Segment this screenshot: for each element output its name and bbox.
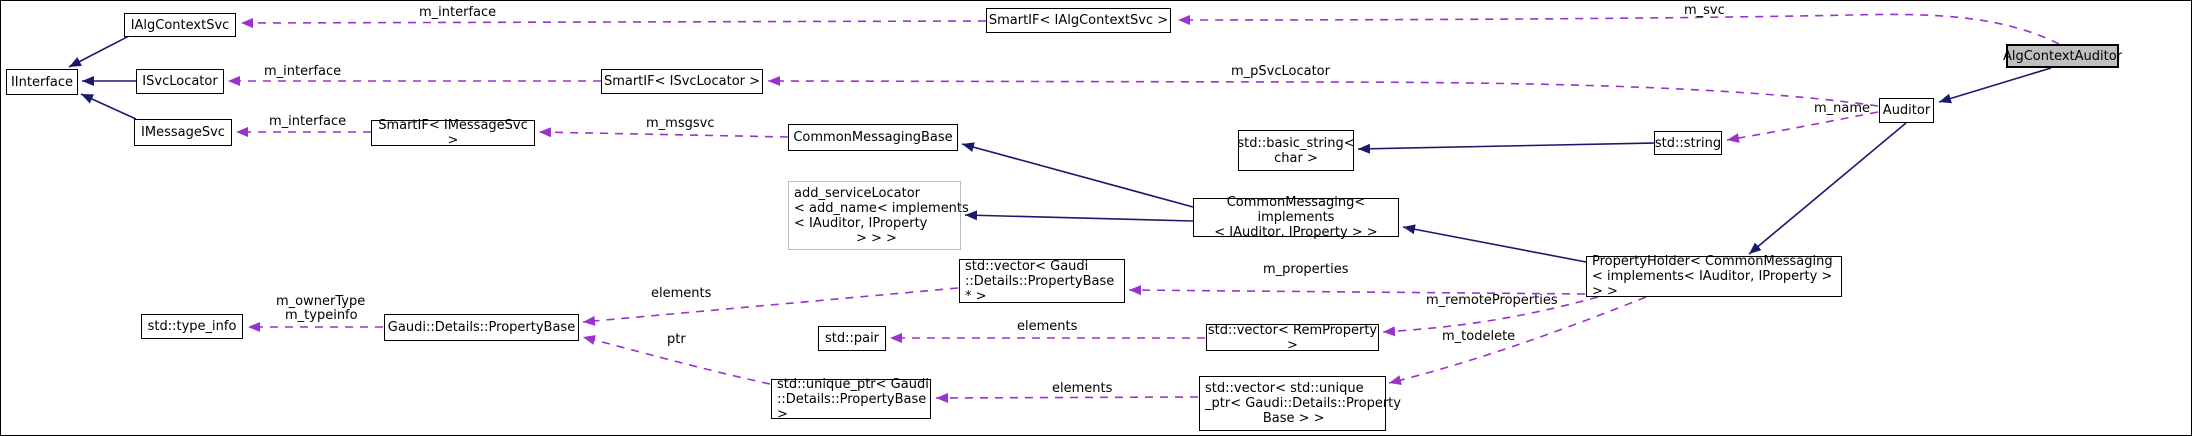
node-vector-propertybase[interactable]: std::vector< Gaudi ::Details::PropertyBa… — [959, 259, 1125, 304]
edge-label-m-interface-svclocator: m_interface — [264, 64, 342, 79]
edge-use-vectoruniqueptr-uniqueptr — [935, 392, 1199, 403]
node-add-servicelocator: add_serviceLocator < add_name< implement… — [788, 181, 969, 250]
edge-label-m-typeinfo: m_typeinfo — [285, 308, 358, 323]
node-std-string[interactable]: std::string — [1654, 131, 1722, 155]
edge-label-m-msgsvc: m_msgsvc — [646, 116, 715, 131]
node-gaudi-details-propertybase[interactable]: Gaudi::Details::PropertyBase — [384, 314, 579, 341]
edge-use-propertyholder-vectoruniqueptr — [1388, 296, 1647, 386]
node-iinterface[interactable]: IInterface — [6, 69, 78, 95]
node-std-pair[interactable]: std::pair — [818, 326, 886, 351]
edge-inherit-auditor-propertyholder — [1748, 122, 1907, 255]
edge-inherit-ialgcontextsvc-iinterface — [68, 35, 130, 68]
edge-use-commonmessagingbase-smartifmsg — [538, 127, 789, 138]
edge-inherit-propertyholder-commonmessaging — [1402, 224, 1587, 263]
node-algcontextauditor[interactable]: AlgContextAuditor — [2003, 44, 2122, 68]
edge-inherit-commonmessaging-commonmessagingbase — [961, 142, 1194, 208]
node-commonmessagingbase[interactable]: CommonMessagingBase — [788, 124, 958, 151]
edge-label-m-interface-algcontext: m_interface — [419, 5, 497, 20]
edge-use-propertyholder-vectorremproperty — [1382, 296, 1599, 337]
edge-label-m-ownertype: m_ownerType — [276, 294, 366, 309]
node-ialgcontextsvc[interactable]: IAlgContextSvc — [124, 13, 236, 37]
edge-inherit-stdstring-basicstring — [1357, 142, 1655, 154]
edge-label-m-psvclocator: m_pSvcLocator — [1231, 64, 1330, 79]
edge-inherit-commonmessaging-addservicelocator — [964, 210, 1194, 222]
node-std-basic-string[interactable]: std::basic_string< char > — [1237, 130, 1355, 171]
node-smartif-isvclocator[interactable]: SmartIF< ISvcLocator > — [601, 69, 763, 94]
edge-label-m-remoteproperties: m_remoteProperties — [1426, 293, 1558, 308]
edge-label-m-interface-messagesvc: m_interface — [269, 114, 347, 129]
node-smartif-imessagesvc[interactable]: SmartIF< IMessageSvc > — [371, 118, 535, 148]
node-imessagesvc[interactable]: IMessageSvc — [134, 119, 232, 146]
node-smartif-ialgcontextsvc[interactable]: SmartIF< IAlgContextSvc > — [986, 8, 1171, 33]
edge-use-auditor-smartifsvc — [767, 76, 1879, 107]
edge-label-m-svc: m_svc — [1684, 3, 1725, 18]
node-vector-remproperty[interactable]: std::vector< RemProperty > — [1206, 322, 1379, 353]
edge-use-auditor-stdstring — [1726, 111, 1879, 143]
edge-use-vectorpropertybase-propertybase — [582, 287, 959, 326]
edge-label-elements-pair: elements — [1017, 319, 1078, 334]
node-vector-unique-ptr[interactable]: std::vector< std::unique _ptr< Gaudi::De… — [1199, 376, 1401, 431]
edge-label-ptr: ptr — [667, 332, 686, 347]
edge-inherit-imessagesvc-iinterface — [80, 93, 137, 120]
edge-label-m-properties: m_properties — [1263, 262, 1349, 277]
edge-use-propertyholder-vectorpropertybase — [1128, 285, 1586, 296]
edge-label-elements-properties: elements — [651, 286, 712, 301]
edge-use-smartifalg-ialgcontextsvc — [240, 17, 987, 28]
node-commonmessaging[interactable]: CommonMessaging< implements < IAuditor, … — [1193, 195, 1399, 240]
node-unique-ptr[interactable]: std::unique_ptr< Gaudi ::Details::Proper… — [771, 377, 931, 422]
edge-label-m-todelete: m_todelete — [1442, 329, 1516, 344]
node-isvclocator[interactable]: ISvcLocator — [136, 69, 224, 94]
node-propertyholder[interactable]: PropertyHolder< CommonMessaging < implem… — [1586, 254, 1842, 299]
edge-use-uniqueptr-propertybase — [582, 335, 771, 385]
node-std-type-info[interactable]: std::type_info — [141, 314, 243, 339]
edge-label-elements-unique: elements — [1052, 381, 1113, 396]
edge-use-algcontextauditor-smartifalg — [1177, 13, 2060, 45]
node-auditor[interactable]: Auditor — [1879, 98, 1934, 123]
edge-inherit-algcontextauditor-auditor — [1938, 67, 2052, 104]
edge-label-m-name: m_name — [1814, 101, 1871, 116]
